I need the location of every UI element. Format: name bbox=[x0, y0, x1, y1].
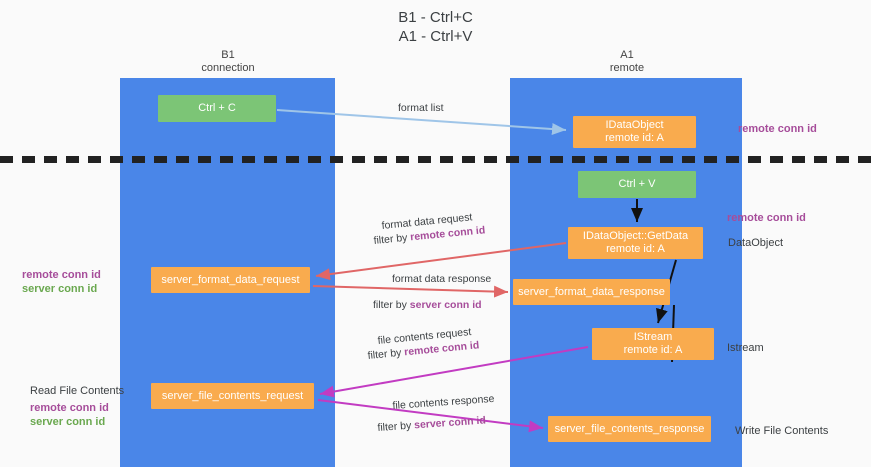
page-title-line-2: A1 - Ctrl+V bbox=[398, 28, 473, 45]
node-server-format-data-request-label: server_format_data_request bbox=[161, 273, 300, 286]
annotation-write-file-contents: Write File Contents bbox=[735, 425, 829, 437]
node-istream[interactable]: IStream remote id: A bbox=[592, 328, 714, 360]
filter-prefix-3: filter by bbox=[367, 346, 405, 362]
lane-header-b1-name: B1 bbox=[221, 49, 235, 61]
node-server-file-contents-response[interactable]: server_file_contents_response bbox=[548, 416, 711, 442]
node-istream-label: IStream bbox=[633, 331, 673, 343]
node-server-file-contents-response-label: server_file_contents_response bbox=[554, 422, 705, 435]
annotation-remote-conn-id-top: remote conn id bbox=[738, 122, 817, 136]
edge-label-format-data-response-filter: filter by server conn id bbox=[373, 298, 482, 312]
edge-label-format-data-response: format data response bbox=[392, 273, 492, 285]
node-server-format-data-response-label: server_format_data_response bbox=[518, 285, 665, 298]
node-server-file-contents-request-label: server_file_contents_request bbox=[161, 389, 304, 402]
node-getdata-sublabel: remote id: A bbox=[606, 243, 665, 255]
annotation-read-file-contents: Read File Contents bbox=[30, 385, 125, 397]
node-ctrl-v-label: Ctrl + V bbox=[618, 178, 656, 190]
lane-header-a1-name: A1 bbox=[620, 49, 634, 61]
page-title-line-1: B1 - Ctrl+C bbox=[398, 9, 473, 26]
node-server-format-data-request[interactable]: server_format_data_request bbox=[151, 267, 310, 293]
edge-label-format-list: format list bbox=[398, 102, 444, 114]
annotation-remote-conn-id-top-text: remote conn id bbox=[738, 123, 817, 135]
node-getdata-label: IDataObject::GetData bbox=[582, 230, 689, 242]
connector-format-data-response bbox=[312, 285, 509, 298]
node-ctrl-v[interactable]: Ctrl + V bbox=[578, 171, 696, 198]
edge-label-file-contents-response-filter: filter by server conn id bbox=[377, 413, 486, 435]
annotation-remote-conn-id-left-2: remote conn id bbox=[30, 402, 109, 414]
annotation-remote-conn-id-left-1: remote conn id bbox=[22, 269, 101, 281]
annotation-server-conn-id-left-1: server conn id bbox=[22, 283, 98, 295]
node-server-file-contents-request[interactable]: server_file_contents_request bbox=[151, 383, 314, 409]
annotation-remote-conn-id-mid-text: remote conn id bbox=[727, 212, 806, 224]
node-istream-sublabel: remote id: A bbox=[623, 344, 683, 356]
filter-key-server-conn-id-2: server conn id bbox=[413, 414, 487, 432]
filter-prefix-2: filter by bbox=[373, 299, 410, 311]
lane-header-b1: B1 connection bbox=[128, 49, 328, 75]
node-idataobject[interactable]: IDataObject remote id: A bbox=[573, 116, 696, 148]
annotation-istream: Istream bbox=[727, 342, 764, 354]
page-title: B1 - Ctrl+C A1 - Ctrl+V bbox=[0, 8, 871, 46]
node-idataobject-label: IDataObject bbox=[605, 119, 664, 131]
node-getdata[interactable]: IDataObject::GetData remote id: A bbox=[568, 227, 703, 259]
node-idataobject-sublabel: remote id: A bbox=[605, 132, 664, 144]
lane-header-a1: A1 remote bbox=[527, 49, 727, 75]
lane-header-a1-sublabel: remote bbox=[609, 62, 645, 74]
annotation-server-conn-id-left-2: server conn id bbox=[30, 416, 106, 428]
phase-divider bbox=[0, 156, 871, 163]
node-server-format-data-response[interactable]: server_format_data_response bbox=[513, 279, 670, 305]
annotation-conn-ids-lower: remote conn id server conn id bbox=[30, 401, 109, 429]
node-ctrl-c-label: Ctrl + C bbox=[198, 102, 236, 114]
lane-header-b1-sublabel: connection bbox=[201, 62, 255, 74]
annotation-conn-ids-upper: remote conn id server conn id bbox=[22, 268, 101, 296]
node-ctrl-c[interactable]: Ctrl + C bbox=[158, 95, 276, 122]
filter-prefix-4: filter by bbox=[377, 419, 415, 434]
edge-label-file-contents-response: file contents response bbox=[392, 392, 495, 412]
annotation-dataobject: DataObject bbox=[728, 237, 784, 249]
filter-key-server-conn-id-1: server conn id bbox=[409, 299, 482, 311]
filter-prefix-1: filter by bbox=[373, 231, 411, 247]
annotation-remote-conn-id-mid: remote conn id bbox=[727, 211, 806, 225]
